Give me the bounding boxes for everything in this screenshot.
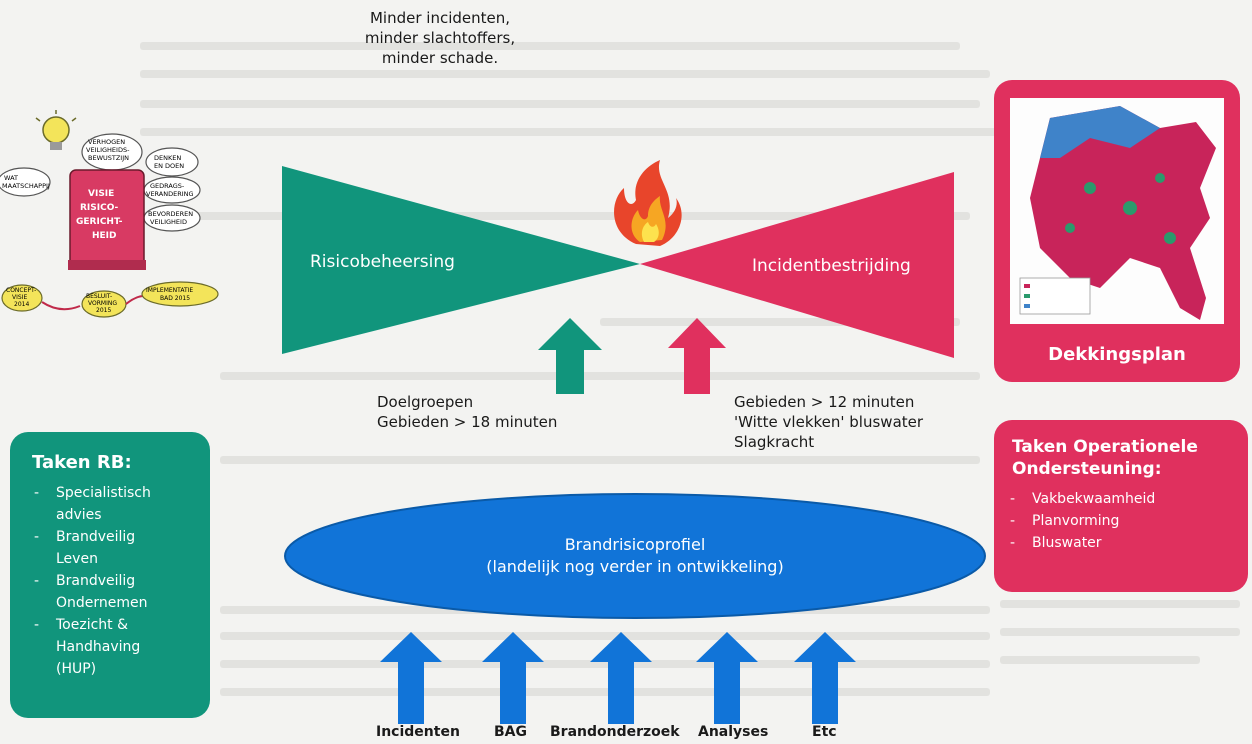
profile-subtitle: (landelijk nog verder in ontwikkeling) — [486, 557, 784, 576]
fire-risk-profile: Brandrisicoprofiel (landelijk nog verder… — [282, 492, 988, 620]
list-item-line: Handhaving — [56, 639, 141, 655]
dekkingsplan-card: Dekkingsplan — [994, 80, 1240, 382]
input-arrow-icon — [794, 632, 856, 724]
list-item-line: Brandveilig — [56, 529, 136, 545]
sketch-label: VORMING — [88, 300, 117, 307]
sketch-label: VEILIGHEIDS- — [86, 146, 130, 154]
list-item-line: advies — [56, 507, 102, 523]
sketch-label: GEDRAGS- — [150, 182, 185, 190]
sketch-label: BAD 2015 — [160, 295, 190, 302]
dekkingsplan-title: Dekkingsplan — [1048, 344, 1186, 365]
coverage-map-image — [1010, 98, 1224, 324]
rb-tasks-card: Taken RB: Specialistisch advies Brandvei… — [10, 432, 210, 718]
sketch-label: EN DOEN — [154, 162, 184, 170]
vision-sketch-illustration: WAT MAATSCHAPPIJ VERHOGEN VEILIGHEIDS- B… — [0, 110, 219, 318]
red-up-arrow-icon — [668, 318, 726, 394]
ops-tasks-title: Taken Operationele Ondersteuning: — [1012, 436, 1198, 480]
sketch-label: BESLUIT- — [86, 293, 112, 300]
input-arrow-icon — [482, 632, 544, 724]
incident-response-label: Incidentbestrijding — [752, 256, 911, 276]
sketch-label: VEILIGHEID — [150, 218, 187, 226]
input-label-analyses: Analyses — [698, 724, 769, 740]
ops-title-line: Taken Operationele — [1012, 437, 1198, 457]
input-arrow-icon — [696, 632, 758, 724]
sketch-label: VISIE — [12, 294, 27, 301]
sketch-label: 2014 — [14, 301, 29, 308]
caption-line: Slagkracht — [734, 433, 815, 451]
list-item: Bluswater — [1010, 532, 1155, 554]
list-item: Brandveilig Leven — [34, 526, 151, 570]
sketch-label: DENKEN — [154, 154, 181, 162]
input-label-etc: Etc — [812, 724, 837, 740]
incident-response-caption: Gebieden > 12 minuten 'Witte vlekken' bl… — [734, 392, 923, 452]
rb-tasks-title: Taken RB: — [32, 452, 132, 473]
profile-text: Brandrisicoprofiel (landelijk nog verder… — [282, 534, 988, 578]
profile-title: Brandrisicoprofiel — [564, 535, 706, 554]
caption-line: 'Witte vlekken' bluswater — [734, 413, 924, 431]
ops-tasks-card: Taken Operationele Ondersteuning: Vakbek… — [994, 420, 1248, 592]
ops-title-line: Ondersteuning: — [1012, 459, 1162, 479]
rb-tasks-list: Specialistisch advies Brandveilig Leven … — [34, 482, 151, 680]
sketch-label: RISICO- — [80, 203, 119, 213]
book-icon — [68, 169, 146, 270]
sketch-label: BEVORDEREN — [148, 210, 193, 218]
lightbulb-icon — [35, 110, 77, 150]
list-item: Vakbekwaamheid — [1010, 488, 1155, 510]
map-icon — [1019, 106, 1216, 320]
risk-control-label: Risicobeheersing — [310, 252, 455, 272]
fire-icon — [614, 160, 682, 246]
input-label-bag: BAG — [494, 724, 527, 740]
ops-tasks-list: Vakbekwaamheid Planvorming Bluswater — [1010, 488, 1155, 554]
green-up-arrow-icon — [538, 318, 602, 394]
list-item-line: Ondernemen — [56, 595, 148, 611]
list-item-line: Leven — [56, 551, 98, 567]
list-item: Specialistisch advies — [34, 482, 151, 526]
goal-line: minder slachtoffers, — [364, 29, 516, 47]
list-item-line: Toezicht & — [56, 617, 129, 633]
sketch-label: GERICHT- — [76, 217, 123, 227]
goal-text: Minder incidenten, minder slachtoffers, … — [340, 8, 540, 68]
bowtie-diagram — [282, 160, 954, 358]
sketch-label: CONCEPT- — [6, 287, 36, 294]
caption-line: Doelgroepen — [377, 393, 474, 411]
input-label-incidenten: Incidenten — [376, 724, 460, 740]
list-item-line: Specialistisch — [56, 485, 151, 501]
sketch-label: VISIE — [88, 189, 114, 199]
sketch-label: IMPLEMENTATIE — [146, 287, 193, 294]
sketch-label: MAATSCHAPPIJ — [2, 182, 50, 190]
incident-response-triangle — [640, 172, 954, 358]
goal-line: minder schade. — [381, 49, 499, 67]
risk-control-triangle — [282, 166, 640, 354]
input-label-brandonderzoek: Brandonderzoek — [550, 724, 680, 740]
sketch-label: WAT — [4, 174, 18, 182]
goal-line: Minder incidenten, — [369, 9, 511, 27]
input-arrow-icon — [590, 632, 652, 724]
sketch-label: HEID — [92, 231, 117, 241]
caption-line: Gebieden > 12 minuten — [734, 393, 915, 411]
risk-control-caption: Doelgroepen Gebieden > 18 minuten — [377, 392, 557, 432]
profile-ellipse — [284, 493, 986, 619]
sketch-label: BEWUSTZIJN — [88, 154, 129, 162]
list-item-line: Brandveilig — [56, 573, 136, 589]
list-item: Brandveilig Ondernemen — [34, 570, 151, 614]
list-item: Planvorming — [1010, 510, 1155, 532]
sketch-label: 2015 — [96, 307, 111, 314]
sketch-label: VERHOGEN — [88, 138, 125, 146]
caption-line: Gebieden > 18 minuten — [377, 413, 558, 431]
sketch-label: VERANDERING — [146, 190, 194, 198]
input-arrow-icon — [380, 632, 442, 724]
list-item-line: (HUP) — [56, 661, 97, 677]
list-item: Toezicht & Handhaving (HUP) — [34, 614, 151, 680]
